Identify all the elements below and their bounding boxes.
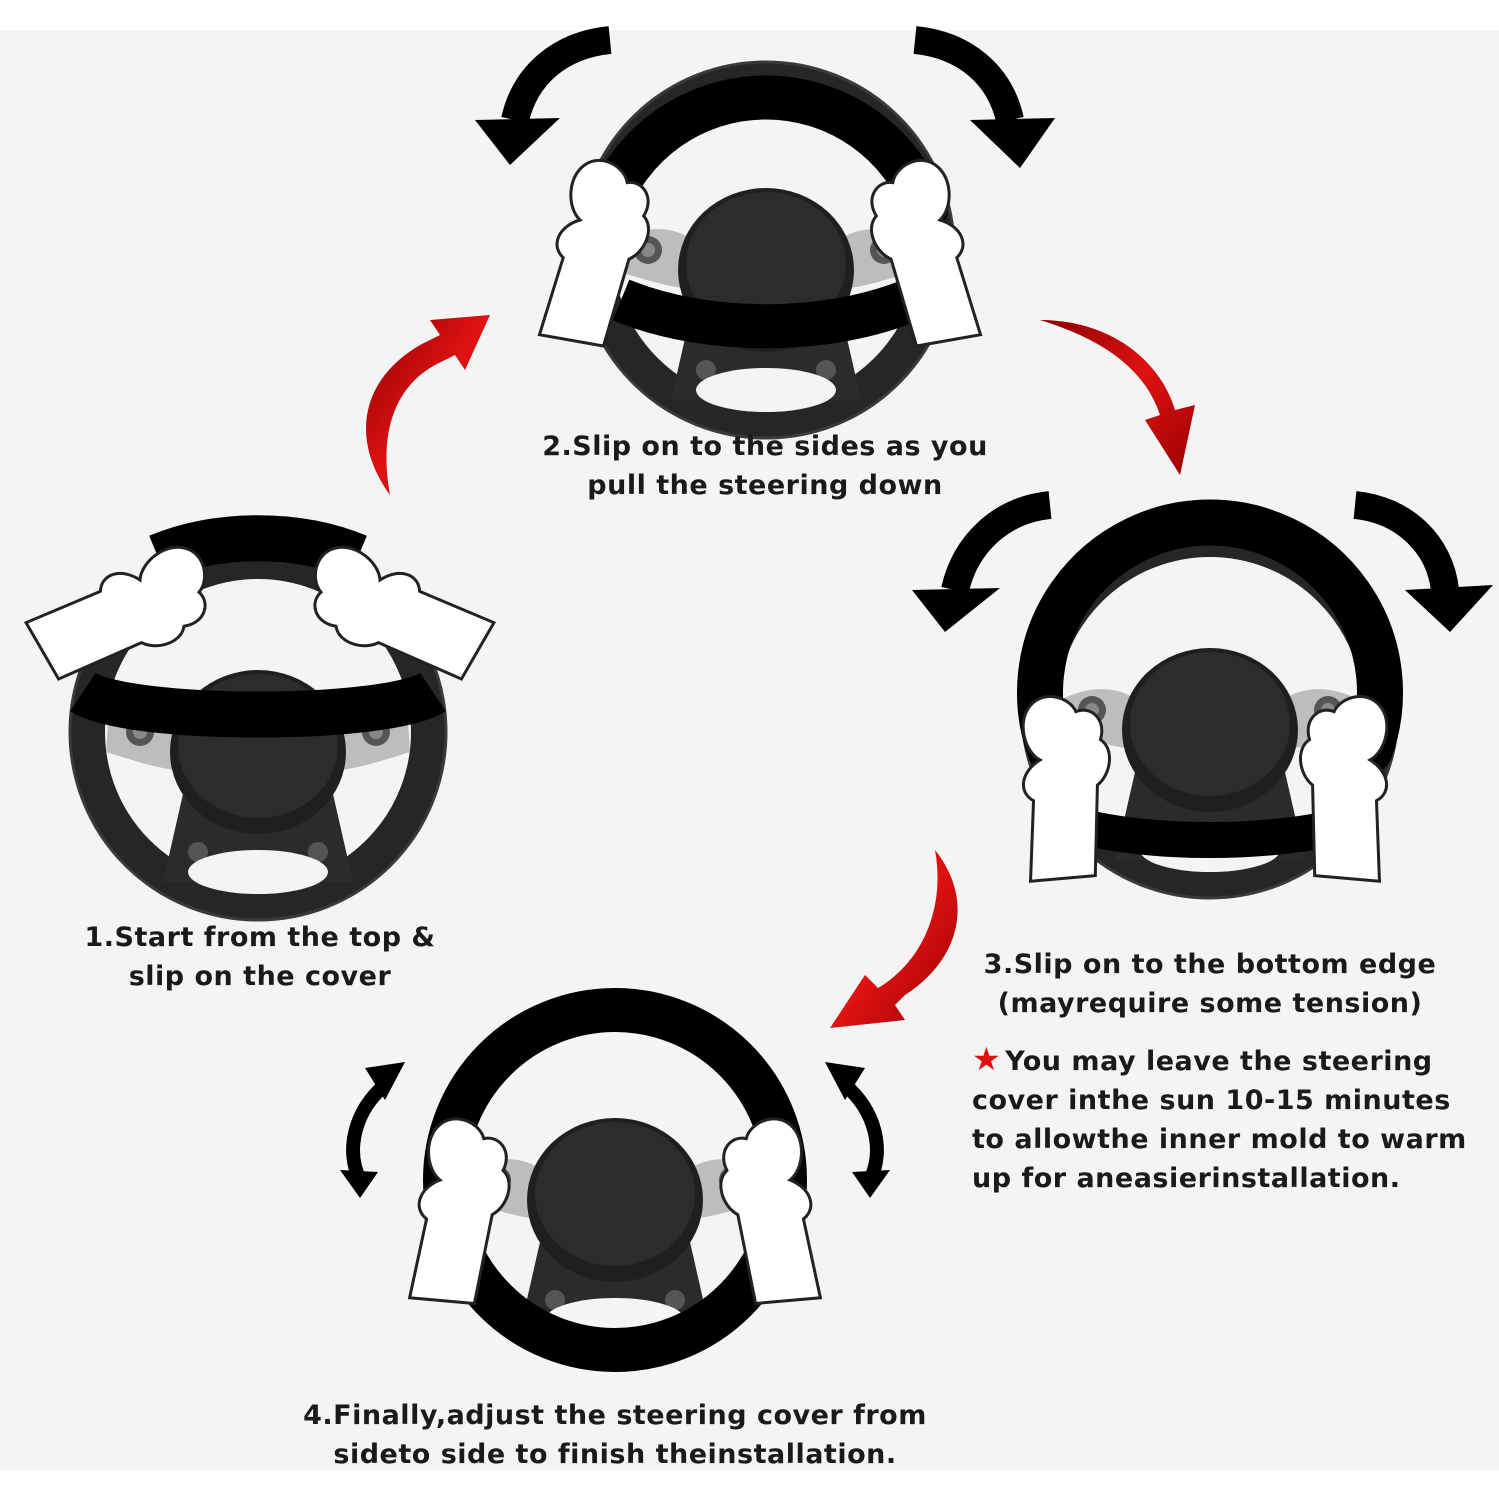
step3-left-arrow xyxy=(941,491,1052,594)
red-arrow-2-to-3 xyxy=(1040,320,1195,475)
tip-line2: cover inthe sun 10-15 minutes xyxy=(972,1085,1451,1116)
step2-right-arrow xyxy=(913,26,1024,124)
step2-left-arrow xyxy=(501,26,612,124)
step2-wheel xyxy=(578,62,954,438)
tip-line3: to allowthe inner mold to warm xyxy=(972,1124,1467,1155)
step3-line1: 3.Slip on to the bottom edge xyxy=(983,949,1437,980)
step2-line1: 2.Slip on to the sides as you xyxy=(542,431,988,462)
step3-line2: (mayrequire some tension) xyxy=(997,988,1423,1019)
red-arrow-3-to-4 xyxy=(830,850,958,1028)
step1-right-hand xyxy=(289,529,496,702)
step1-caption: 1.Start from the top & slip on the cover xyxy=(40,918,480,996)
red-arrow-1-to-2 xyxy=(366,315,490,495)
step4-caption: 4.Finally,adjust the steering cover from… xyxy=(260,1396,970,1474)
tip-line4: up for aneasierinstallation. xyxy=(972,1163,1401,1194)
step4-line1: 4.Finally,adjust the steering cover from xyxy=(303,1400,927,1431)
star-icon: ★ xyxy=(972,1040,1002,1078)
step2-line2: pull the steering down xyxy=(587,470,943,501)
step1-left-hand xyxy=(24,529,231,702)
step1-line1: 1.Start from the top & xyxy=(84,922,436,953)
step4-left-arrow xyxy=(346,1079,390,1184)
step3-caption: 3.Slip on to the bottom edge (mayrequire… xyxy=(960,945,1460,1023)
step4-line2: sideto side to finish theinstallation. xyxy=(333,1439,897,1470)
tip-note: ★You may leave the steering cover inthe … xyxy=(972,1040,1492,1198)
step2-caption: 2.Slip on to the sides as you pull the s… xyxy=(500,427,1030,505)
step4-right-arrow xyxy=(840,1079,884,1184)
tip-line1: ★You may leave the steering xyxy=(972,1040,1433,1078)
step3-right-arrow xyxy=(1353,491,1459,593)
step1-line2: slip on the cover xyxy=(128,961,392,992)
